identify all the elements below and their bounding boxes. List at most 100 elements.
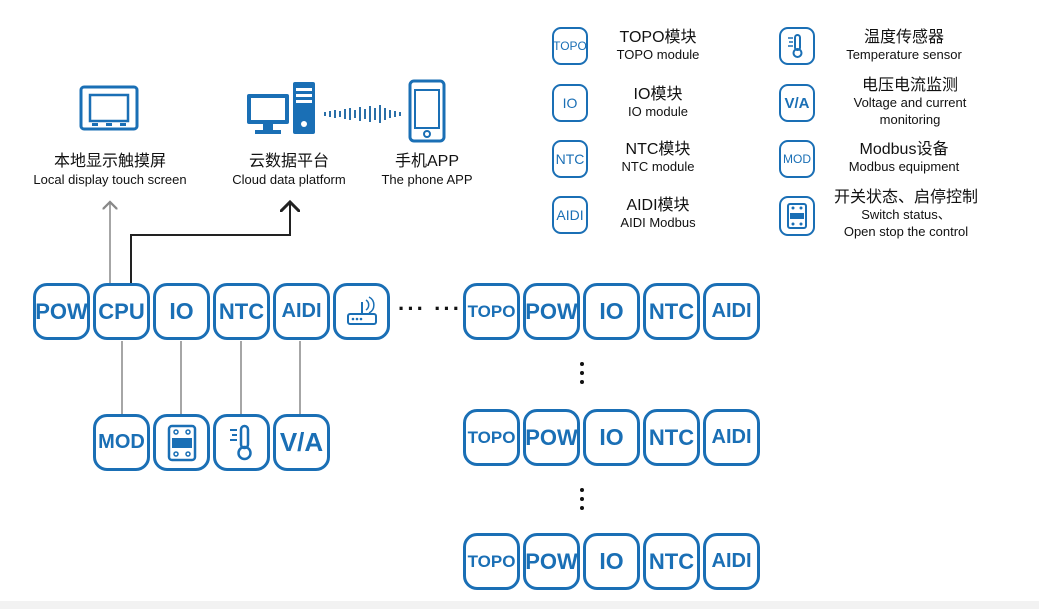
destination-phone: 手机APP The phone APP [370,153,484,189]
legend-va: 电压电流监测 Voltage and current monitoring [826,77,994,128]
peripheral-thermometer [213,414,270,471]
vertical-ellipsis [580,362,586,389]
module-pow: POW [33,283,90,340]
legend-en: Switch status、 [861,207,951,222]
legend-cn: 电压电流监测 [861,77,958,94]
router-icon [346,295,377,325]
module-label: AIDI [281,300,322,322]
thermometer-icon [788,34,803,58]
module-pow: POW [523,409,580,466]
module-label: AIDI [711,550,752,572]
module-cpu: CPU [93,283,150,340]
destination-en: Local display touch screen [33,172,187,187]
module-router [333,283,390,340]
legend-en: Modbus equipment [848,159,960,174]
module-topo: TOPO [463,283,520,340]
legend-badge-topo: TOPO [552,27,588,65]
legend-ntc: NTC模块 NTC module [596,141,720,175]
switch-panel-icon [167,424,196,461]
destination-touchscreen: 本地显示触摸屏 Local display touch screen [20,153,200,189]
legend-thermometer: 温度传感器 Temperature sensor [826,29,982,63]
module-io: IO [583,533,640,590]
switch-panel-icon [787,203,807,229]
destination-cn: 手机APP [394,153,460,170]
module-label: NTC [648,548,695,574]
legend-badge-text: V/A [784,94,810,112]
legend-aidi: AIDI模块 AIDI Modbus [596,197,720,231]
legend-badge-io: IO [552,84,588,122]
legend-cn: IO模块 [633,86,683,103]
module-aidi: AIDI [703,409,760,466]
legend-en: AIDI Modbus [620,215,696,230]
legend-io: IO模块 IO module [596,86,720,120]
legend-cn: 开关状态、启停控制 [833,189,978,206]
module-ntc: NTC [213,283,270,340]
module-label: TOPO [467,427,516,447]
arrow-to-cloud [130,202,290,283]
legend-cn: AIDI模块 [626,197,690,214]
legend-badge-text: NTC [555,151,585,167]
legend-cn: 温度传感器 [863,29,944,46]
legend-en: IO module [628,104,688,119]
module-label: IO [169,298,194,324]
module-label: TOPO [467,551,516,571]
module-aidi: AIDI [273,283,330,340]
module-label: POW [525,424,578,450]
peripheral-mod: MOD [93,414,150,471]
legend-badge-text: MOD [783,152,811,166]
legend-topo: TOPO模块 TOPO module [596,29,720,63]
destination-cn: 云数据平台 [248,153,329,170]
legend-mod: Modbus设备 Modbus equipment [826,141,982,175]
legend-cn: NTC模块 [625,141,691,158]
module-label: V/A [279,427,324,457]
legend-en: NTC module [621,159,695,174]
module-label: IO [599,424,624,450]
peripheral-va: V/A [273,414,330,471]
legend-cn: TOPO模块 [619,29,697,46]
module-aidi: AIDI [703,283,760,340]
module-aidi: AIDI [703,533,760,590]
module-label: POW [525,298,578,324]
ellipsis: ··· ··· [398,296,463,321]
module-topo: TOPO [463,409,520,466]
vertical-ellipsis [580,488,586,515]
legend-en-line2: Open stop the control [843,224,969,239]
legend-en: Temperature sensor [846,47,962,62]
module-io: IO [583,283,640,340]
legend-cn: Modbus设备 [859,141,949,158]
module-label: CPU [98,298,145,324]
legend-en: TOPO module [616,47,700,62]
bottom-strip [0,601,1039,609]
destination-cloud: 云数据平台 Cloud data platform [214,153,364,189]
smartphone-icon [408,79,446,143]
module-label: POW [35,298,88,324]
legend-badge-aidi: AIDI [552,196,588,234]
module-pow: POW [523,533,580,590]
module-ntc: NTC [643,533,700,590]
module-label: NTC [218,298,265,324]
module-pow: POW [523,283,580,340]
thermometer-icon [229,424,252,460]
destination-cn: 本地显示触摸屏 [53,153,166,170]
legend-switch: 开关状态、启停控制 Switch status、 Open stop the c… [822,189,990,240]
legend-badge-text: TOPO [553,39,587,53]
monitor-icon [79,85,139,131]
computer-server-icon [247,82,315,134]
module-io: IO [583,409,640,466]
legend-badge-mod: MOD [779,140,815,178]
module-label: NTC [648,298,695,324]
legend-badge-text: IO [562,95,578,111]
module-label: TOPO [467,301,516,321]
legend-badge-thermometer [779,27,815,65]
legend-badge-text: AIDI [556,207,584,223]
legend-badge-ntc: NTC [552,140,588,178]
destination-en: Cloud data platform [232,172,346,187]
peripheral-switch [153,414,210,471]
module-label: POW [525,548,578,574]
module-ntc: NTC [643,409,700,466]
wireless-signal-icon [324,105,401,123]
module-label: IO [599,548,624,574]
legend-badge-switch [779,196,815,236]
module-label: AIDI [711,426,752,448]
